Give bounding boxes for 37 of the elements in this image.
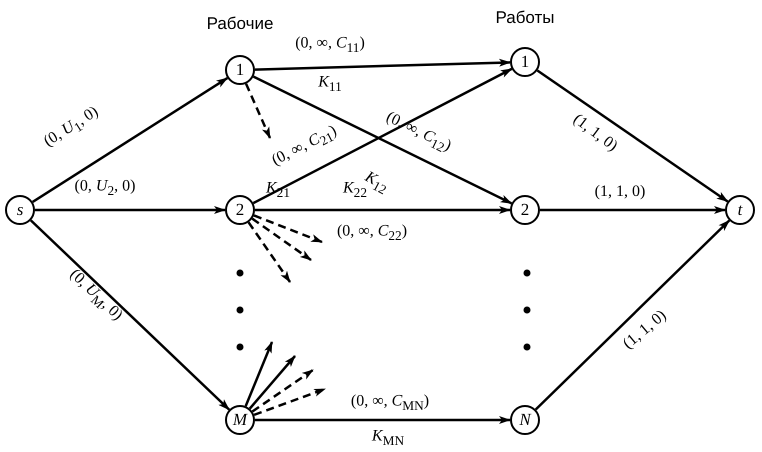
free-arrow [244, 83, 272, 139]
column-heading: Рабочие [206, 14, 274, 34]
network-node: 1 [510, 47, 540, 77]
edge-label: (0, ∞, C$_{11}$) [295, 36, 365, 54]
free-arrow [252, 218, 312, 262]
free-arrow [252, 368, 314, 413]
edge-label: (0, U$_{2}$, 0) [74, 178, 136, 198]
coefficient-label: K$_{22}$ [343, 180, 367, 200]
free-arrow [244, 341, 274, 407]
arrow [254, 58, 511, 71]
coefficient-label: K$_{11}$ [318, 74, 342, 94]
network-node: M [225, 405, 255, 435]
network-node: 2 [510, 195, 540, 225]
arrow [255, 206, 511, 214]
arrow [536, 69, 728, 203]
network-node: t [725, 195, 755, 225]
edge-label: (1, 1, 0) [570, 111, 620, 155]
network-node: 2 [225, 195, 255, 225]
edge-label: (0, ∞, C$_{22}$) [336, 224, 408, 242]
arrow [32, 77, 228, 203]
arrow [35, 206, 226, 214]
free-arrow [248, 222, 292, 283]
network-node: 1 [225, 55, 255, 85]
network-node: s [5, 195, 35, 225]
network-node: N [510, 405, 540, 435]
edge-label: (1, 1, 0) [594, 184, 646, 200]
arrow [540, 206, 726, 214]
column-heading: Работы [495, 8, 555, 28]
edge-label: (1, 1, 0) [620, 308, 670, 352]
arrow [255, 416, 511, 424]
edge-label: (0, ∞, C$_{MN}$) [350, 394, 430, 412]
arrow [30, 219, 230, 411]
free-arrow [248, 355, 296, 410]
coefficient-label: K$_{MN}$ [372, 428, 404, 448]
free-arrow [254, 388, 326, 416]
free-arrow [254, 214, 323, 244]
arrow [534, 220, 730, 410]
